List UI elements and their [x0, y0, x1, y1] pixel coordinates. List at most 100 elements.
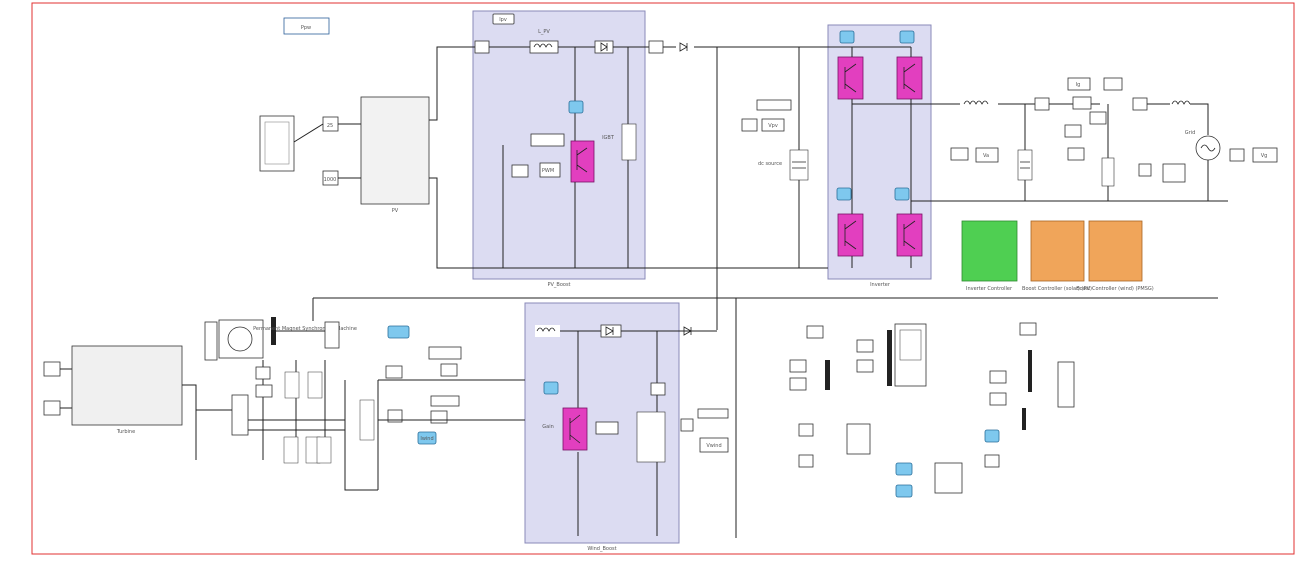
wind-boost-diode[interactable]	[600, 324, 622, 338]
from-tag-14[interactable]	[984, 454, 1000, 468]
pmsg-scope[interactable]	[324, 321, 340, 349]
wind-gain-block[interactable]	[595, 421, 619, 435]
pv-pwm-goto[interactable]	[568, 100, 584, 114]
inverter-pulse-goto-1[interactable]	[839, 30, 855, 44]
grid-scope[interactable]	[1057, 361, 1075, 408]
from-tag-4[interactable]	[856, 339, 874, 353]
pv-voltage-meter[interactable]	[648, 40, 664, 54]
wind-dc-meter[interactable]	[650, 382, 666, 396]
inverter-igbt-2[interactable]	[896, 56, 923, 100]
wind-pwm-goto[interactable]	[543, 381, 559, 395]
grid-current-meter[interactable]	[1034, 97, 1050, 111]
pv-duty-display[interactable]	[530, 133, 565, 147]
wind-out-meter[interactable]	[680, 418, 694, 432]
from-tag-11[interactable]	[989, 370, 1007, 384]
rectifier-leg-3[interactable]	[283, 436, 299, 464]
from-tag-3[interactable]	[789, 377, 807, 391]
wind-turbine-block[interactable]	[71, 345, 183, 426]
wind-boost-igbt[interactable]	[562, 407, 588, 451]
dc-voltage-display[interactable]	[756, 99, 792, 111]
wind-out-display[interactable]	[697, 408, 729, 419]
wind-dc-bus-capacitor[interactable]	[636, 411, 666, 463]
inverter-igbt-3[interactable]	[837, 213, 864, 257]
inverter-pulse-goto-4[interactable]	[894, 187, 910, 201]
ig-tag-label: Ig	[1076, 82, 1081, 88]
inverter-voltage-meter[interactable]	[950, 147, 969, 161]
grid-filter-inductor[interactable]	[960, 98, 998, 110]
wind-current-meter[interactable]	[387, 409, 403, 423]
from-tag-1[interactable]	[806, 325, 824, 339]
from-tag-2[interactable]	[789, 359, 807, 373]
wind-voltage-meter[interactable]	[385, 365, 403, 379]
iwind-goto-tag[interactable]	[417, 431, 437, 445]
inverter-igbt-1[interactable]	[837, 56, 864, 100]
model-info-note[interactable]	[283, 17, 330, 35]
va-goto-tag[interactable]	[975, 147, 999, 163]
inverter-pulse-goto-3[interactable]	[836, 187, 852, 201]
boost-controller-2-block[interactable]	[1088, 220, 1143, 282]
pv-array-block[interactable]	[360, 96, 430, 205]
vg-scope[interactable]	[1162, 163, 1186, 183]
wind-speed-input[interactable]	[43, 361, 61, 377]
pv-curve-scope[interactable]	[259, 115, 295, 172]
grid-current-meter-2[interactable]	[1132, 97, 1148, 111]
from-tag-12[interactable]	[989, 392, 1007, 406]
pv-current-meter[interactable]	[474, 40, 490, 54]
inverter-controller-label: Inverter Controller	[966, 286, 1013, 292]
wind-voltage-scope[interactable]	[440, 363, 458, 377]
from-tag-6[interactable]	[798, 423, 814, 437]
wind-measure-goto[interactable]	[387, 325, 410, 339]
pv-switch-goto[interactable]	[539, 162, 561, 178]
dc-link-capacitor[interactable]	[789, 149, 809, 181]
rectifier-meter-2[interactable]	[255, 384, 273, 398]
filter-capacitor[interactable]	[1017, 149, 1033, 181]
wind-current-display[interactable]	[430, 395, 460, 407]
rectifier-leg-1[interactable]	[284, 371, 300, 399]
boost-controller-2-label: Boost Controller (wind) (PMSG)	[1076, 286, 1154, 292]
inverter-controller-block[interactable]	[961, 220, 1018, 282]
pv-blocking-diode[interactable]	[676, 41, 694, 53]
wind-dc-capacitor[interactable]	[359, 399, 375, 441]
vgrid-goto-tag[interactable]	[1252, 147, 1278, 163]
inverter-igbt-4[interactable]	[896, 213, 923, 257]
pv-pwm-block[interactable]	[511, 164, 529, 178]
grid-load-rlc[interactable]	[1101, 157, 1115, 187]
rectifier-leg-5[interactable]	[316, 436, 332, 464]
grid-gain-block[interactable]	[1067, 147, 1085, 161]
from-tag-13[interactable]	[984, 429, 1000, 443]
from-tag-8[interactable]	[895, 462, 913, 476]
power-scope[interactable]	[846, 423, 871, 455]
vg-meter[interactable]	[1089, 111, 1107, 125]
rectifier-leg-2[interactable]	[307, 371, 323, 399]
grid-voltage-meter[interactable]	[1138, 163, 1152, 177]
pv-boost-igbt[interactable]	[570, 140, 595, 183]
ig-scope-block[interactable]	[1103, 77, 1123, 91]
pv-dc-capacitor[interactable]	[621, 123, 637, 161]
vdc-goto-tag[interactable]	[761, 118, 785, 132]
pmsg-measurement-demux[interactable]	[204, 321, 218, 361]
inverter-pulse-goto-2[interactable]	[899, 30, 915, 44]
from-tag-9[interactable]	[895, 484, 913, 498]
grid-node-block[interactable]	[1064, 124, 1082, 138]
vwind-goto-tag[interactable]	[699, 437, 729, 453]
from-tag-10[interactable]	[1019, 322, 1037, 336]
wind-voltage-display[interactable]	[428, 346, 462, 360]
pv-boost-subsystem[interactable]	[472, 10, 646, 280]
pmsg-output-bus	[271, 317, 276, 345]
dc-link-meter[interactable]	[741, 118, 758, 132]
rectifier-mux[interactable]	[231, 394, 249, 436]
rectifier-meter-1[interactable]	[255, 366, 271, 380]
boost-controller-1-block[interactable]	[1030, 220, 1085, 282]
ig-goto-tag[interactable]	[1067, 77, 1091, 91]
from-tag-5[interactable]	[856, 359, 874, 373]
diagram-frame	[31, 2, 1295, 555]
grid-power-meter[interactable]	[1072, 96, 1092, 110]
grid-output-meter[interactable]	[1229, 148, 1245, 162]
duty-scope[interactable]	[934, 462, 963, 494]
from-tag-7[interactable]	[798, 454, 814, 468]
pv-goto-tag[interactable]	[492, 13, 515, 25]
wind-inductor[interactable]	[535, 325, 560, 337]
pv-diode[interactable]	[594, 40, 614, 54]
pitch-input[interactable]	[43, 400, 61, 416]
wind-current-scope[interactable]	[430, 410, 448, 424]
